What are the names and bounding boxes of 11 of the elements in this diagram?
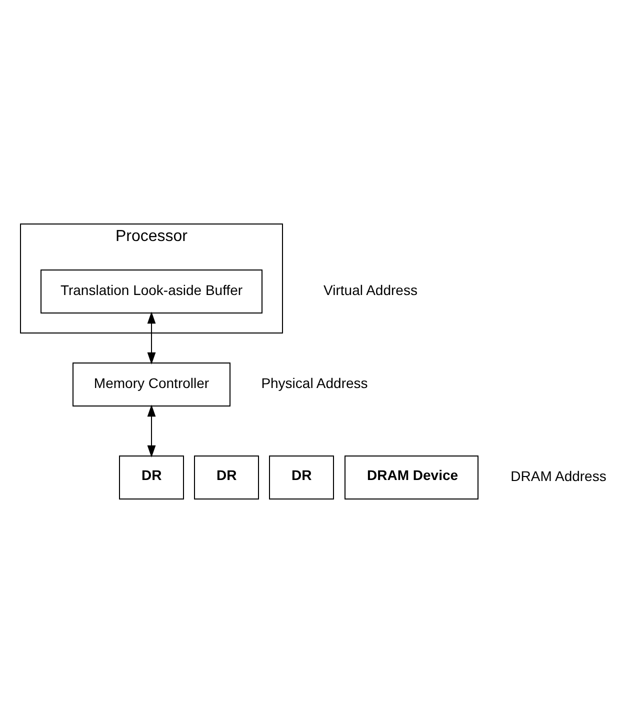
node-box: DR xyxy=(194,456,259,500)
arrow xyxy=(147,404,156,458)
label: Virtual Address xyxy=(324,282,418,298)
label: DRAM Address xyxy=(510,468,606,484)
node-box: Memory Controller xyxy=(72,362,230,406)
label: Physical Address xyxy=(261,375,368,392)
node-box: DR xyxy=(269,456,334,500)
node-box: Translation Look-aside Buffer xyxy=(40,270,262,314)
node-box: DRAM Device xyxy=(344,456,478,500)
arrow xyxy=(147,312,156,364)
node-box: DR xyxy=(119,456,184,500)
